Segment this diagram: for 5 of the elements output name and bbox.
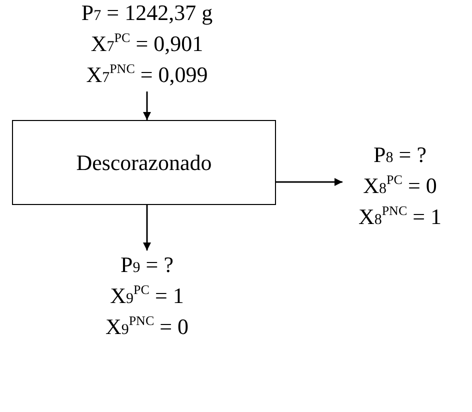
process-label: Descorazonado — [76, 149, 212, 176]
arrow — [143, 205, 151, 250]
process-box — [12, 120, 276, 205]
arrow — [143, 92, 151, 120]
arrow — [276, 178, 342, 186]
